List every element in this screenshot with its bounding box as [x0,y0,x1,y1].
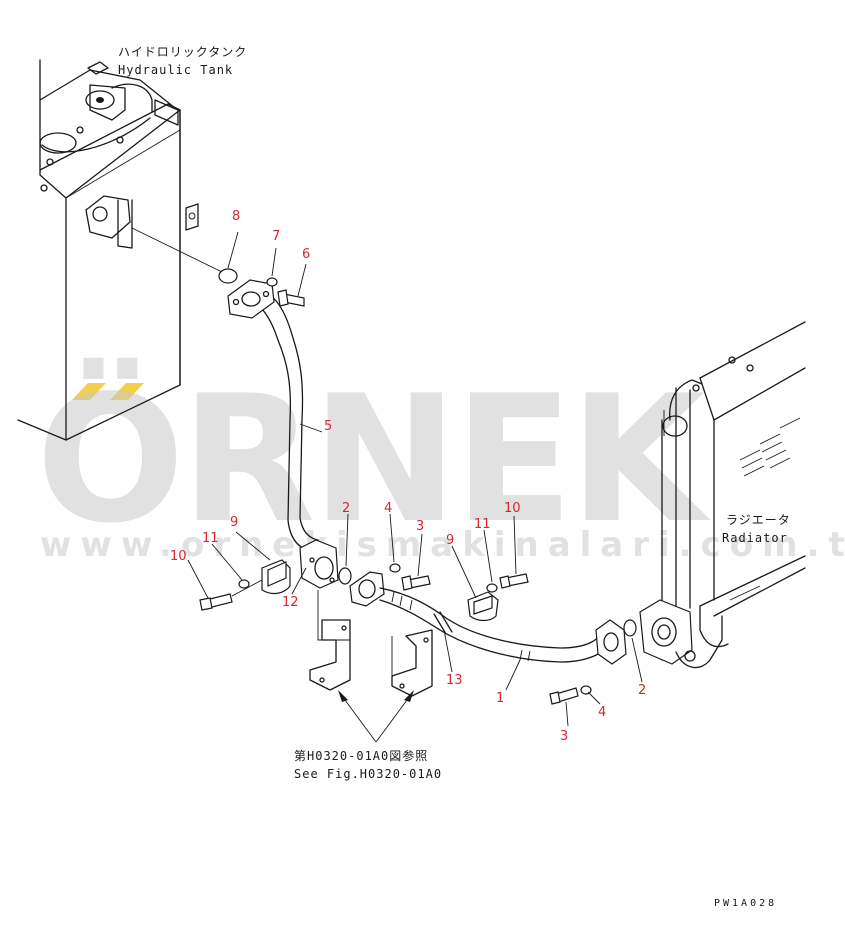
callout-7: 7 [272,229,280,244]
drawing-code: PW1A028 [714,898,777,909]
radiator-label-jp: ラジエータ [726,513,791,527]
radiator [639,321,806,669]
leader-lines [187,231,643,727]
hardware-upper [131,227,305,307]
callout-3-lower: 3 [560,729,568,744]
callout-12: 12 [282,595,299,610]
callout-9-left: 9 [230,515,238,530]
callout-2-middle: 2 [342,501,350,516]
callout-6: 6 [302,247,310,262]
tube-part-1 [349,571,627,665]
callout-3-middle: 3 [416,519,424,534]
callout-4-middle: 4 [384,501,392,516]
brackets [309,590,433,697]
radiator-label: Radiator [722,531,788,545]
washer-7 [266,277,278,287]
plug-8 [218,268,238,284]
callout-1: 1 [496,691,504,706]
clamp-right [467,573,529,622]
callout-13: 13 [446,673,463,688]
callouts: 8 7 6 5 9 11 10 12 2 4 3 9 11 10 13 1 3 … [170,209,646,744]
dash-line [131,227,223,273]
hydraulic-tank-label: Hydraulic Tank [118,63,233,77]
callout-11-left: 11 [202,531,219,546]
watermark-url: www.ornekismakinalari.com.tr [40,525,845,565]
hardware-lower [549,619,637,705]
callout-10-right: 10 [504,501,521,516]
arrow-icon [338,690,414,743]
callout-11-right: 11 [474,517,491,532]
hardware-middle [338,563,431,591]
callout-4-lower: 4 [598,705,606,720]
clamp-left [199,559,291,611]
callout-9-right: 9 [446,533,454,548]
hydraulic-tank-label-jp: ハイドロリックタンク [118,45,247,59]
callout-2-lower: 2 [638,683,646,698]
watermark: ÖRNEK www.ornekismakinalari.com.tr [36,357,845,565]
see-fig-label: See Fig.H0320-01A0 [294,767,442,781]
hydraulic-tank [17,59,199,441]
watermark-accent [72,383,106,400]
tube-part-5 [227,279,339,589]
labels: ハイドロリックタンク Hydraulic Tank ラジエータ Radiator… [118,45,791,909]
callout-8: 8 [232,209,240,224]
watermark-brand: ÖRNEK [36,357,711,562]
callout-10-left: 10 [170,549,187,564]
callout-5: 5 [324,419,332,434]
watermark-accent [110,383,144,400]
see-fig-label-jp: 第H0320-01A0図参照 [294,748,428,763]
